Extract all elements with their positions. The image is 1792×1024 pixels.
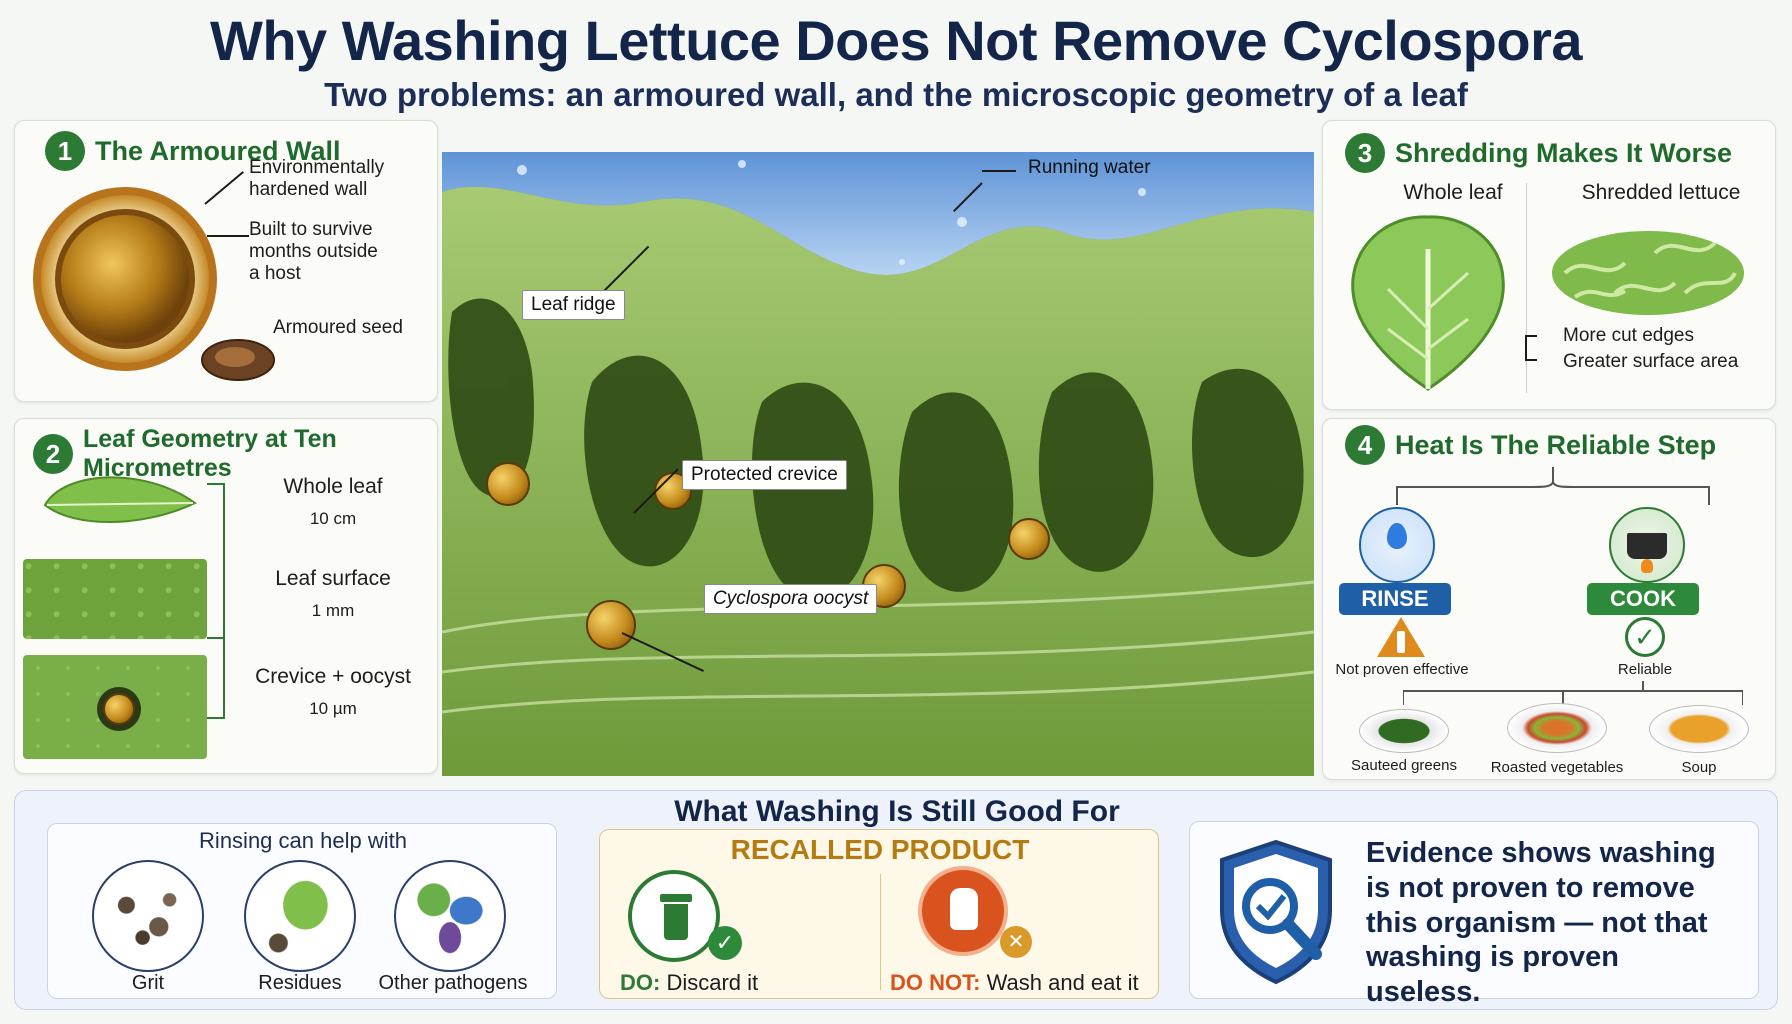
trash-icon (628, 870, 720, 962)
geom-label-whole-leaf: Whole leaf (283, 475, 383, 498)
item-other-pathogens: Other pathogens (378, 972, 528, 994)
pot-body (1627, 533, 1667, 559)
panel-leaf-geometry: 2 Leaf Geometry at Ten Micrometres Whole… (14, 418, 438, 774)
evidence-text: Evidence shows washing is not proven to … (1366, 837, 1716, 1009)
residues-icon (244, 860, 356, 972)
rinsing-card: Rinsing can help with Grit Residues Othe… (47, 823, 557, 999)
oocyst-3 (586, 600, 636, 650)
step-number-3: 3 (1345, 133, 1385, 173)
do-instruction: DO: Discard it (620, 970, 758, 996)
leaf-surface-image (23, 559, 207, 639)
cook-note: Reliable (1617, 661, 1673, 678)
callout-running-water: Running water (1028, 157, 1151, 178)
item-residues: Residues (258, 972, 342, 994)
page-title: Why Washing Lettuce Does Not Remove Cycl… (209, 9, 1583, 72)
rinse-note: Not proven effective (1335, 661, 1469, 678)
panel-shredding: 3 Shredding Makes It Worse Whole leaf Sh… (1322, 120, 1776, 410)
label-shredded-lettuce: Shredded lettuce (1581, 181, 1741, 204)
donot-text: Wash and eat it (986, 970, 1139, 995)
label-survive-months: Built to survive months outside a host (249, 219, 378, 284)
panel4-title: Heat Is The Reliable Step (1395, 429, 1717, 460)
shield-magnifier-icon (1220, 839, 1332, 985)
recalled-product-card: RECALLED PRODUCT ✓ DO: Discard it ✕ DO N… (599, 829, 1159, 999)
check-icon: ✓ (1625, 617, 1665, 657)
note-greater-surface-area: Greater surface area (1563, 351, 1739, 372)
shredded-lettuce-icon (1552, 231, 1744, 315)
soup-dish (1649, 705, 1749, 753)
water-drop-icon (1387, 523, 1407, 549)
page-subtitle: Two problems: an armoured wall, and the … (324, 76, 1468, 113)
oocyst-1 (486, 462, 530, 506)
crevice-image (23, 655, 207, 759)
roasted-vegetables-dish (1507, 703, 1607, 753)
dish-label-sauteed: Sauteed greens (1351, 757, 1457, 774)
sauteed-greens-dish (1359, 709, 1449, 753)
panel1-title: The Armoured Wall (95, 135, 341, 166)
bottom-panel: What Washing Is Still Good For Rinsing c… (14, 790, 1778, 1010)
label-armoured-seed: Armoured seed (273, 317, 403, 338)
bottom-title: What Washing Is Still Good For (674, 795, 1120, 828)
geom-label-crevice: Crevice + oocyst (255, 665, 411, 688)
branch-connector (1396, 467, 1710, 505)
step-number-4: 4 (1345, 425, 1385, 465)
do-label: DO: (620, 970, 661, 995)
whole-leaf-image (43, 476, 197, 524)
seed-icon (201, 339, 275, 381)
oocyst-in-crevice (103, 693, 135, 725)
step-number-2: 2 (33, 434, 73, 474)
label-hardened-wall: Environmentally hardened wall (249, 157, 385, 200)
do-text: Discard it (666, 970, 759, 995)
stop-hand-icon (918, 866, 1008, 956)
leaf-cross-section: Running water Leaf ridge Protected crevi… (442, 152, 1314, 776)
donot-x-icon: ✕ (1000, 926, 1032, 958)
callout-protected-crevice: Protected crevice (682, 460, 847, 490)
geom-scale-10um: 10 µm (309, 699, 357, 718)
step-number-1: 1 (45, 131, 85, 171)
donot-label: DO NOT: (890, 970, 981, 995)
item-grit: Grit (131, 972, 165, 994)
note-more-cut-edges: More cut edges (1563, 325, 1694, 346)
label-whole-leaf: Whole leaf (1403, 181, 1503, 204)
armoured-oocyst-illustration (33, 187, 217, 371)
rinse-tag: RINSE (1339, 583, 1451, 615)
callout-leaf-ridge: Leaf ridge (522, 290, 625, 320)
grit-icon (92, 860, 204, 972)
dish-label-roasted: Roasted vegetables (1490, 759, 1624, 776)
do-check-icon: ✓ (708, 926, 742, 960)
panel-heat: 4 Heat Is The Reliable Step RINSE Not pr… (1322, 418, 1776, 780)
panel3-title: Shredding Makes It Worse (1395, 137, 1733, 168)
oocyst-5 (1008, 518, 1050, 560)
leaf-cross-section-art (442, 152, 1314, 776)
donot-instruction: DO NOT: Wash and eat it (890, 970, 1139, 996)
cook-tag: COOK (1587, 583, 1699, 615)
recalled-title: RECALLED PRODUCT (730, 834, 1030, 865)
whole-leaf-icon (1351, 215, 1505, 391)
evidence-card: Evidence shows washing is not proven to … (1189, 821, 1759, 1008)
dishes-connector (1403, 681, 1743, 705)
rinsing-title: Rinsing can help with (199, 828, 407, 853)
geom-scale-10cm: 10 cm (309, 509, 357, 528)
dish-label-soup: Soup (1681, 759, 1717, 776)
geom-label-leaf-surface: Leaf surface (275, 567, 391, 590)
geom-scale-1mm: 1 mm (311, 601, 355, 620)
callout-cyclospora-oocyst: Cyclospora oocyst (704, 584, 878, 614)
panel-armoured-wall: 1 The Armoured Wall Environmentally hard… (14, 120, 438, 402)
warning-icon-mark (1397, 631, 1405, 653)
flame-icon (1641, 559, 1653, 573)
pathogens-icon (394, 860, 506, 972)
